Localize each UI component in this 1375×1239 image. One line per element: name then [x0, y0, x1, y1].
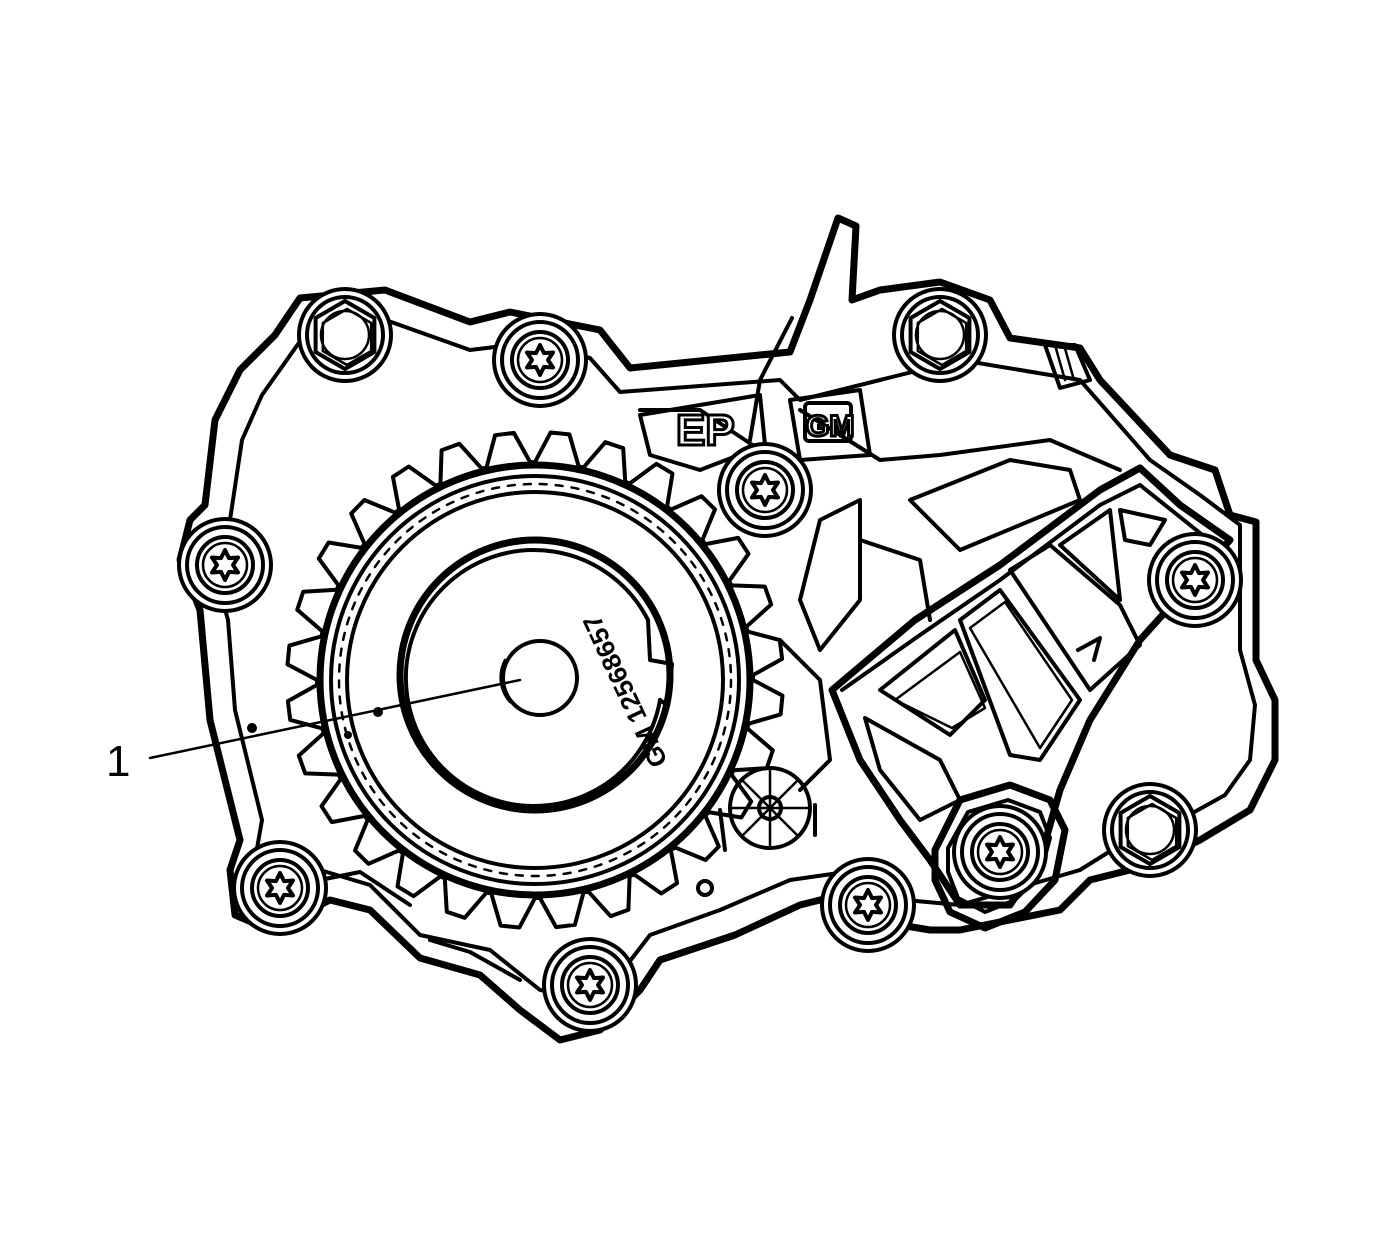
vent-grille: [718, 766, 817, 852]
hex-bolt: [1102, 782, 1198, 878]
torx-bolt: [1147, 532, 1243, 628]
torx-bolt: [820, 857, 916, 953]
svg-text:EP: EP: [676, 406, 735, 455]
callout-label-1: 1: [106, 737, 130, 786]
mounting-bolts: [177, 287, 1243, 1033]
drive-sprocket: [285, 430, 785, 930]
torx-head-icon: [525, 343, 555, 377]
gm-logo: GM: [788, 388, 872, 462]
torx-head-icon: [985, 835, 1015, 869]
torx-bolt: [492, 312, 588, 408]
locating-hole: [696, 879, 714, 897]
torx-bolt: [717, 442, 813, 538]
torx-head-icon: [210, 548, 240, 582]
ep-stamp: EP: [638, 393, 767, 472]
pump-shaft-center: [501, 639, 579, 717]
callout-1: 1: [106, 678, 522, 786]
hex-bolt: [297, 287, 393, 383]
torx-head-icon: [853, 888, 883, 922]
hex-bolt: [892, 287, 988, 383]
torx-bolt: [542, 937, 638, 1033]
torx-head-icon: [1180, 563, 1210, 597]
torx-head-icon: [575, 968, 605, 1002]
torx-bolt: [952, 804, 1048, 900]
torx-bolt: [232, 840, 328, 936]
inlet-cover: [828, 464, 1234, 932]
torx-bolt: [177, 517, 273, 613]
svg-text:GM: GM: [806, 410, 854, 443]
torx-head-icon: [750, 473, 780, 507]
torx-head-icon: [265, 871, 295, 905]
